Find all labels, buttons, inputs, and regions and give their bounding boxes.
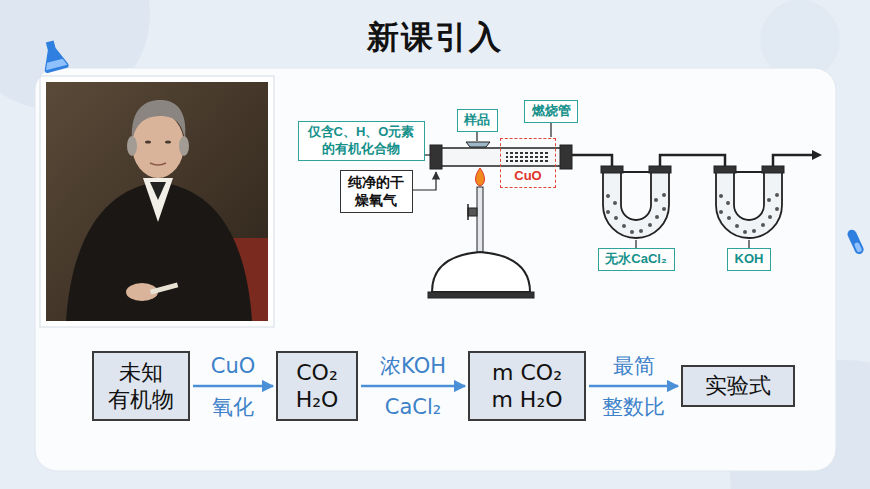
portrait-paper <box>150 282 178 294</box>
node-text: 实验式 <box>705 372 771 400</box>
node-text: CuO <box>512 168 543 184</box>
process-box: CO₂ H₂O <box>276 351 358 421</box>
burner-dome <box>432 252 530 292</box>
node-text: 样品 <box>464 112 490 129</box>
burner-base <box>428 292 534 298</box>
slide-title: 新课引入 <box>0 16 870 60</box>
node-text: KOH <box>735 251 764 268</box>
connecting-tube <box>660 155 725 166</box>
node-text: 无水CaCl₂ <box>605 251 666 268</box>
node-text: m CO₂ m H₂O <box>490 359 565 414</box>
process-box: m CO₂ m H₂O <box>468 351 586 421</box>
connecting-tube <box>572 155 612 166</box>
process-box: 实验式 <box>681 365 795 407</box>
portrait-mouth <box>150 163 166 165</box>
burner-valve <box>467 204 469 220</box>
flask-icon <box>38 38 69 73</box>
edge-label: 浓KOH <box>378 354 448 378</box>
portrait-hair <box>132 100 186 140</box>
sample-boat <box>466 142 490 147</box>
callout-box: 无水CaCl₂ <box>598 248 675 271</box>
leader-line <box>424 154 430 155</box>
callout-box: 样品 <box>457 109 498 132</box>
portrait-hair <box>179 136 189 156</box>
outlet-arrow <box>812 150 822 160</box>
flame <box>476 168 485 186</box>
stopper <box>560 145 572 169</box>
outlet-tube <box>773 155 812 166</box>
node-text: 燃烧管 <box>532 103 571 120</box>
leader-line <box>550 123 551 137</box>
u-tube <box>601 166 671 238</box>
process-box: 未知 有机物 <box>92 351 190 421</box>
flow-arrow <box>589 385 678 388</box>
callout-box: KOH <box>727 248 771 271</box>
oxygen-inlet <box>413 172 436 190</box>
flow-arrow <box>361 385 465 388</box>
portrait-ground <box>46 82 268 321</box>
callout-box: 仅含C、H、O元素的有机化合物 <box>298 121 425 161</box>
content-panel <box>35 68 836 471</box>
portrait <box>40 76 274 327</box>
node-text: 未知 有机物 <box>107 359 176 414</box>
callout-box: 纯净的干燥氧气 <box>340 170 413 213</box>
portrait-eye <box>145 140 151 143</box>
flow-arrow <box>193 385 273 388</box>
step-note: 整数比 <box>600 395 667 419</box>
node-text: 纯净的干燥氧气 <box>347 173 405 209</box>
burner-stem <box>477 187 483 253</box>
step-note: 氧化 <box>210 395 256 419</box>
burner-valve <box>468 208 477 216</box>
portrait-hair <box>127 136 137 156</box>
leader-line <box>476 132 477 141</box>
portrait-shirt <box>143 178 173 222</box>
u-tube <box>714 166 784 238</box>
test-tube-icon <box>846 228 865 255</box>
combustion-apparatus <box>413 123 822 298</box>
callout-box: 燃烧管 <box>524 100 578 123</box>
edge-label: CuO <box>209 354 258 378</box>
stopper <box>430 145 442 169</box>
node-text: CO₂ H₂O <box>294 359 340 414</box>
highlight-box: CuO <box>500 138 556 188</box>
portrait-tie <box>150 182 166 200</box>
cuo-packing <box>506 150 550 163</box>
step-note: CaCl₂ <box>383 395 443 419</box>
portrait-eye <box>165 140 171 143</box>
portrait-frame <box>40 76 274 327</box>
combustion-tube <box>440 148 562 166</box>
node-text: 仅含C、H、O元素的有机化合物 <box>305 124 417 158</box>
edge-label: 最简 <box>611 354 657 378</box>
